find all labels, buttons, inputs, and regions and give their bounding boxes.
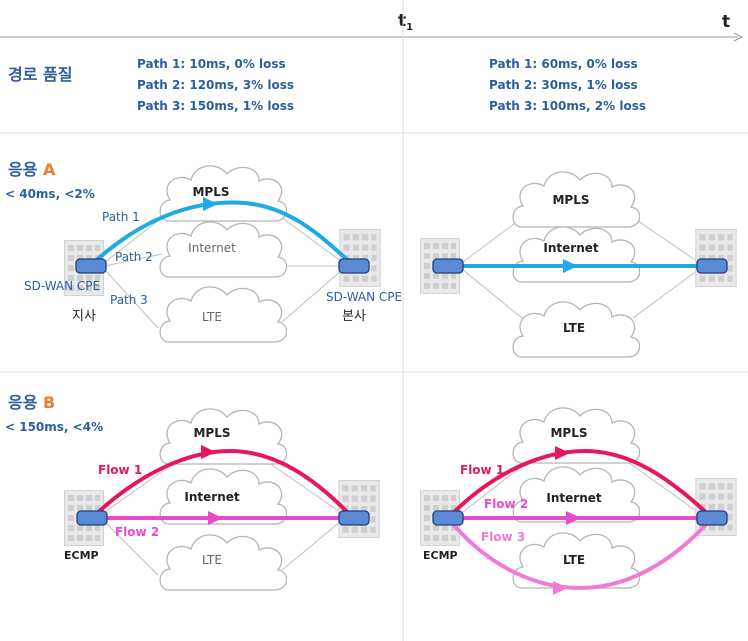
- pq-col2-line3: Path 3: 100ms, 2% loss: [489, 99, 646, 113]
- flow2-arrow-icon: [208, 511, 223, 525]
- lte-cloud-icon: [159, 286, 287, 343]
- panel-app-b-after: MPLS Internet LTE Flow 1 Flow 2 Flow 3 E…: [420, 407, 737, 595]
- path-quality-row: 경로 품질 Path 1: 10ms, 0% loss Path 2: 120m…: [8, 57, 646, 113]
- app-b-requirement: < 150ms, <4%: [5, 420, 103, 434]
- cpe-device-left-icon: [432, 258, 464, 274]
- lte-label: LTE: [202, 310, 222, 324]
- path1-label: Path 1: [102, 210, 140, 224]
- t1-label: t1: [398, 11, 413, 33]
- cpe-right-label: SD-WAN CPE: [326, 290, 402, 304]
- panel-app-a-before: MPLS Internet LTE Path 1 Path 2 Path 3 S…: [24, 165, 402, 343]
- flow1-arrow-icon: [555, 446, 570, 460]
- flow1-label: Flow 1: [98, 463, 142, 477]
- flow2-label: Flow 2: [115, 525, 159, 539]
- flow2-label: Flow 2: [484, 497, 528, 511]
- cpe-device-right-icon: [338, 510, 370, 526]
- internet-label: Internet: [184, 490, 239, 504]
- flow2-arrow-icon: [566, 511, 581, 525]
- path2-label: Path 2: [115, 250, 153, 264]
- path3-label: Path 3: [110, 293, 148, 307]
- app-a-requirement: < 40ms, <2%: [5, 187, 95, 201]
- flow1-route: [446, 448, 714, 520]
- timeline: t1 t: [0, 11, 744, 42]
- cpe-device-right-icon: [338, 258, 370, 274]
- pq-col1-line1: Path 1: 10ms, 0% loss: [137, 57, 286, 71]
- lte-label: LTE: [563, 553, 585, 567]
- pq-col2-line1: Path 1: 60ms, 0% loss: [489, 57, 638, 71]
- panel-app-a-after: MPLS Internet LTE: [420, 171, 737, 358]
- lte-cloud-icon: [159, 534, 287, 591]
- internet-label: Internet: [188, 241, 236, 255]
- internet-label: Internet: [546, 491, 601, 505]
- mpls-label: MPLS: [552, 193, 589, 207]
- flow3-arrow-icon: [553, 581, 568, 595]
- cpe-device-left-icon: [75, 258, 107, 274]
- app-a-label: 응용 A: [8, 160, 56, 179]
- flow1-route: [90, 448, 355, 520]
- path1-arrow-icon: [203, 197, 218, 211]
- cpe-device-right-icon: [696, 258, 728, 274]
- cpe-left-label: SD-WAN CPE: [24, 279, 100, 293]
- ecmp-device-left-icon: [432, 510, 464, 526]
- pq-col2-line2: Path 2: 30ms, 1% loss: [489, 78, 638, 92]
- mpls-label: MPLS: [550, 426, 587, 440]
- pq-col1-line3: Path 3: 150ms, 1% loss: [137, 99, 294, 113]
- flow1-arrow-icon: [201, 445, 216, 459]
- app-b-header: 응용 B < 150ms, <4%: [5, 393, 103, 434]
- flow1-label: Flow 1: [460, 463, 504, 477]
- app-a-header: 응용 A < 40ms, <2%: [5, 160, 95, 201]
- mpls-label: MPLS: [192, 185, 229, 199]
- internet-route-arrow-icon: [563, 259, 578, 273]
- app-b-label: 응용 B: [8, 393, 55, 412]
- wan-lines: [104, 459, 341, 576]
- ecmp-label: ECMP: [64, 549, 99, 562]
- panel-app-b-before: MPLS Internet LTE Flow 1 Flow 2 ECMP: [64, 408, 380, 591]
- pq-col1-line2: Path 2: 120ms, 3% loss: [137, 78, 294, 92]
- path-quality-label: 경로 품질: [8, 65, 72, 84]
- ecmp-label: ECMP: [423, 549, 458, 562]
- lte-label: LTE: [202, 553, 222, 567]
- hq-site-label: 본사: [342, 309, 366, 324]
- lte-label: LTE: [563, 321, 585, 335]
- t-end-label: t: [722, 12, 730, 32]
- ecmp-device-left-icon: [76, 510, 108, 526]
- flow3-label: Flow 3: [481, 530, 525, 544]
- hq-building-icon: [695, 229, 737, 287]
- path1-route: [88, 200, 355, 268]
- mpls-label: MPLS: [193, 426, 230, 440]
- timeline-arrow-icon: [733, 32, 744, 42]
- internet-label: Internet: [543, 241, 598, 255]
- flow3-route: [446, 516, 714, 591]
- branch-site-label: 지사: [72, 309, 96, 324]
- cpe-device-right-icon: [696, 510, 728, 526]
